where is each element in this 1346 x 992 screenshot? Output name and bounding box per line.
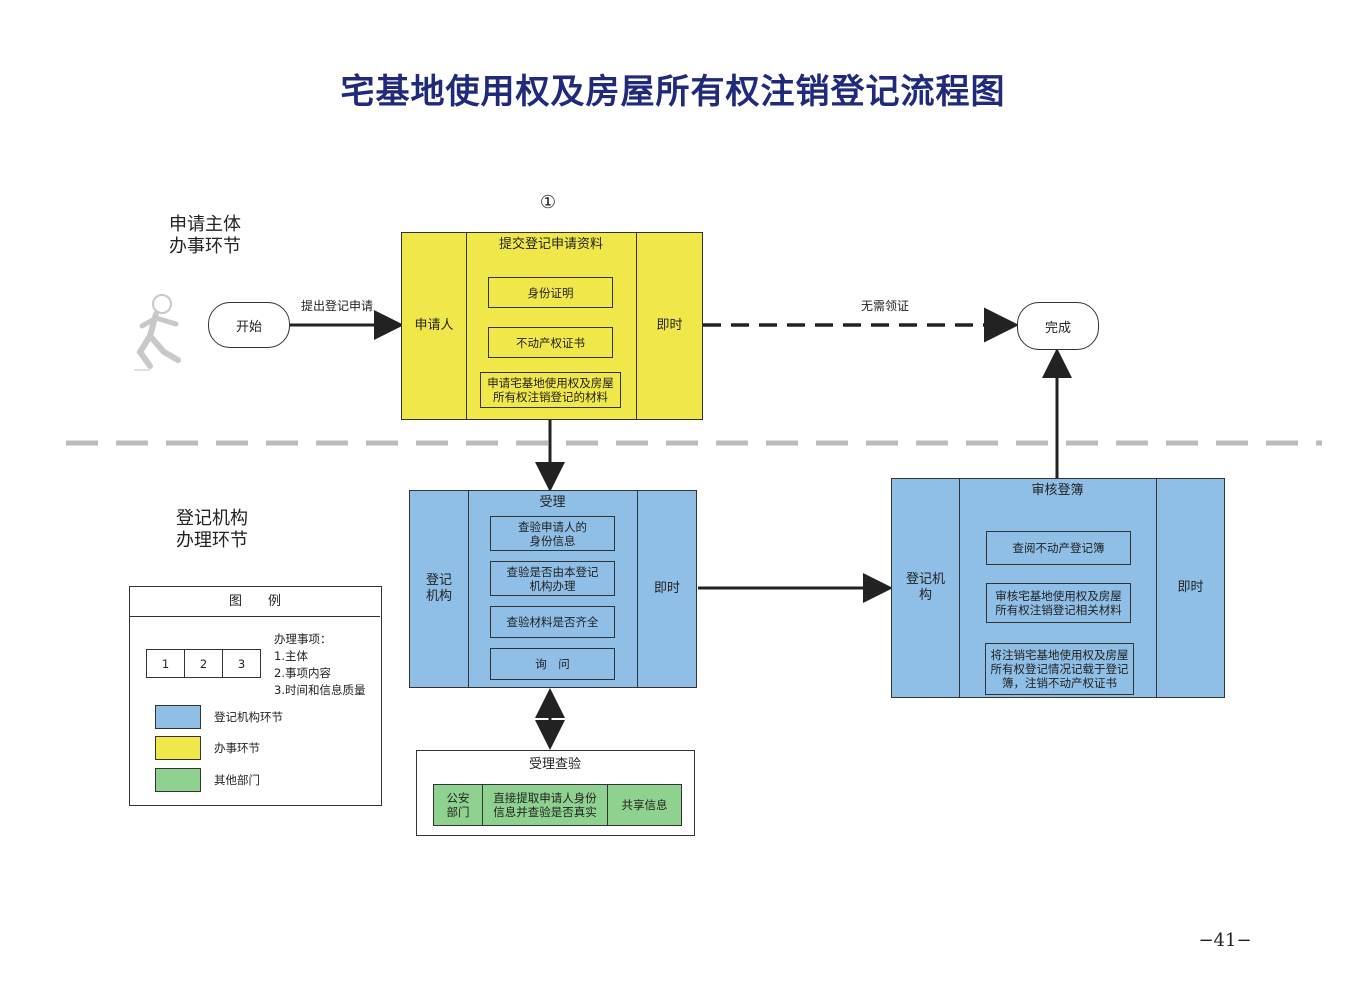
verify-extract: 直接提取申请人身份信息并查验是否真实 [482, 784, 608, 826]
verify-police: 公安部门 [433, 784, 483, 826]
verify-header: 受理查验 [528, 757, 581, 772]
lane-agency-line1: 登记机构 [176, 508, 248, 529]
legend: 图 例 1 2 3 办理事项： 1.主体 2.事项内容 3.时间和信息质量 登记… [129, 586, 382, 806]
lane-label-applicant: 申请主体 办事环节 [150, 214, 260, 258]
accept-time: 即时 [637, 490, 697, 688]
runner-icon [134, 294, 181, 371]
legend-cell-1: 1 [146, 649, 185, 678]
legend-cell-3: 3 [222, 649, 261, 678]
lane-label-agency: 登记机构 办理环节 [157, 508, 267, 552]
legend-label-agency: 登记机构环节 [214, 710, 283, 724]
accept-item-jurisdiction: 查验是否由本登记机构办理 [490, 561, 615, 596]
submit-item-id: 身份证明 [488, 277, 613, 308]
legend-swatch-yellow [155, 736, 201, 760]
legend-desc-item: 3.时间和信息质量 [274, 683, 366, 697]
accept-header: 受理 [539, 495, 566, 510]
legend-label-other: 其他部门 [214, 773, 260, 787]
review-header: 审核登簿 [1031, 483, 1084, 498]
legend-title: 图 例 [130, 587, 380, 617]
review-time: 即时 [1156, 478, 1225, 698]
legend-desc-item: 2.事项内容 [274, 666, 331, 680]
step-number: ① [539, 192, 557, 213]
finish-node: 完成 [1017, 302, 1099, 350]
review-content: 审核登簿 查阅不动产登记簿 审核宅基地使用权及房屋所有权注销登记相关材料 将注销… [959, 478, 1157, 698]
lane-applicant-line2: 办事环节 [169, 236, 241, 257]
page-title: 宅基地使用权及房屋所有权注销登记流程图 [340, 72, 1006, 112]
legend-desc-title: 办理事项： [274, 632, 332, 646]
review-item-audit: 审核宅基地使用权及房屋所有权注销登记相关材料 [986, 583, 1131, 623]
legend-label-affairs: 办事环节 [214, 741, 260, 755]
submit-actor: 申请人 [401, 232, 467, 420]
arrow-label-apply: 提出登记申请 [300, 299, 373, 313]
arrow-label-no-collect: 无需领证 [860, 299, 909, 313]
start-node: 开始 [208, 302, 290, 348]
accept-actor: 登记机构 [409, 490, 469, 688]
accept-content: 受理 查验申请人的身份信息 查验是否由本登记机构办理 查验材料是否齐全 询 问 [468, 490, 638, 688]
review-item-record: 将注销宅基地使用权及房屋所有权登记情况记载于登记簿，注销不动产权证书 [985, 643, 1134, 695]
legend-cell-2: 2 [184, 649, 223, 678]
accept-item-identity: 查验申请人的身份信息 [490, 516, 615, 551]
submit-content: 提交登记申请资料 身份证明 不动产权证书 申请宅基地使用权及房屋所有权注销登记的… [466, 232, 637, 420]
accept-item-completeness: 查验材料是否齐全 [490, 606, 615, 638]
lane-agency-line2: 办理环节 [176, 530, 248, 551]
legend-swatch-blue [155, 705, 201, 729]
legend-desc: 办理事项： 1.主体 2.事项内容 3.时间和信息质量 [274, 631, 378, 699]
accept-item-inquiry: 询 问 [490, 648, 615, 680]
lane-applicant-line1: 申请主体 [169, 214, 241, 235]
verify-block: 受理查验 公安部门 直接提取申请人身份信息并查验是否真实 共享信息 [416, 750, 695, 836]
submit-item-cert: 不动产权证书 [488, 327, 613, 358]
submit-header: 提交登记申请资料 [498, 237, 603, 252]
page-number: −41− [1198, 930, 1252, 951]
legend-swatch-green [155, 768, 201, 792]
submit-time: 即时 [636, 232, 703, 420]
review-actor: 登记机构 [891, 478, 960, 698]
review-item-lookup: 查阅不动产登记簿 [986, 531, 1131, 565]
submit-item-material: 申请宅基地使用权及房屋所有权注销登记的材料 [480, 372, 621, 408]
verify-share: 共享信息 [607, 784, 682, 826]
legend-desc-item: 1.主体 [274, 649, 308, 663]
